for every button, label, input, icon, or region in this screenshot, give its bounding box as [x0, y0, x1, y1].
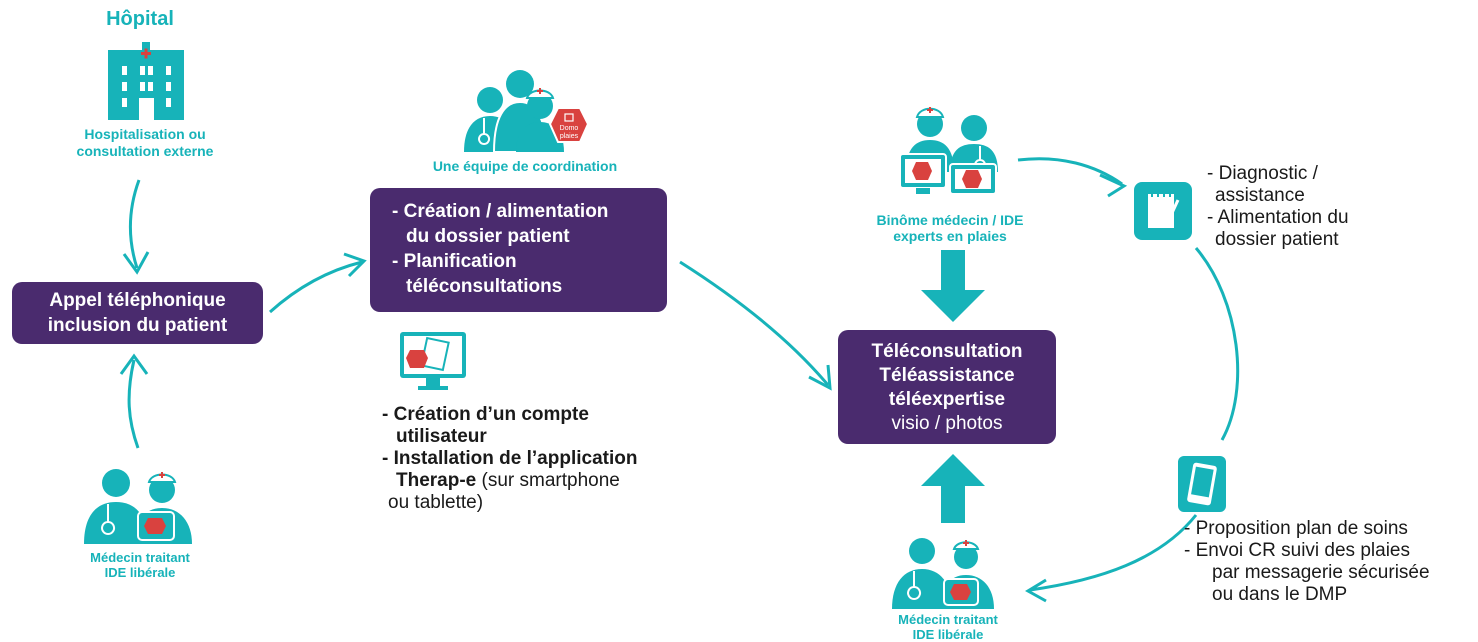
hospital-icon [108, 42, 184, 120]
creation-box-line2: du dossier patient [406, 226, 570, 247]
coordination-caption: Une équipe de coordination [432, 158, 618, 174]
hospital-caption: Hospitalisation ou consultation externe [60, 126, 230, 160]
hospital-caption-line2: consultation externe [76, 143, 214, 159]
diagnostic-line3: - Alimentation du [1207, 207, 1349, 228]
binome-caption: Binôme médecin / IDE experts en plaies [850, 212, 1050, 244]
creation-box: - Création / alimentation du dossier pat… [370, 188, 667, 312]
proposition-list: - Proposition plan de soins - Envoi CR s… [1184, 518, 1474, 606]
monitor-notepad-icon [400, 332, 466, 390]
creation-box-line4: téléconsultations [406, 276, 563, 297]
account-item2-app-name: Therap-e [396, 470, 477, 491]
smartphone-icon [1178, 456, 1226, 512]
arrow-diagnostic-to-phone [1194, 247, 1240, 441]
arrow-medecin-to-appel [127, 359, 140, 449]
arrow-phone-to-medecin [1029, 514, 1198, 592]
binome-experts-icon [899, 107, 998, 195]
appel-box-line1: Appel téléphonique [49, 290, 226, 311]
doctor-nurse-icon-left [84, 469, 192, 544]
diagnostic-line2: assistance [1215, 185, 1305, 206]
proposition-line2: - Envoi CR suivi des plaies [1184, 540, 1410, 561]
medecin-bottom-line2: IDE libérale [912, 627, 984, 642]
account-item2-rest: (sur smartphone [476, 470, 620, 491]
account-item1-line2: utilisateur [396, 426, 487, 447]
medecin-bottom-caption: Médecin traitant IDE libérale [868, 612, 1028, 642]
medecin-left-caption: Médecin traitant IDE libérale [60, 550, 220, 580]
medecin-left-line2: IDE libérale [104, 565, 176, 580]
teleconsultation-box: Téléconsultation Téléassistance téléexpe… [838, 330, 1056, 444]
doctor-nurse-icon-bottom [892, 538, 994, 609]
arrow-binome-to-tele [921, 250, 985, 322]
binome-line2: experts en plaies [893, 228, 1007, 244]
proposition-line4: ou dans le DMP [1212, 584, 1348, 605]
tele-box-line4: visio / photos [891, 413, 1003, 434]
arrow-binome-to-diagnostic [1017, 157, 1123, 186]
hospital-caption-line1: Hospitalisation ou [84, 126, 206, 142]
diagnostic-line1: - Diagnostic / [1207, 163, 1318, 184]
arrow-bottom-to-tele [921, 454, 985, 523]
binome-line1: Binôme médecin / IDE [876, 212, 1024, 228]
tele-box-line2: Téléassistance [879, 365, 1015, 386]
hospital-title: Hôpital [106, 8, 174, 30]
medecin-left-line1: Médecin traitant [90, 550, 190, 565]
creation-box-line1: - Création / alimentation [392, 201, 609, 222]
arrow-hospital-to-appel [129, 179, 141, 269]
coordination-team-icon: Domo plaies [464, 70, 590, 153]
arrow-appel-to-creation [268, 260, 363, 314]
creation-box-line3: - Planification [392, 251, 517, 272]
diagnostic-line4: dossier patient [1215, 229, 1339, 250]
account-list: - Création d’un compte utilisateur - Ins… [382, 404, 702, 514]
coordination-badge-line1: Domo [560, 125, 579, 132]
account-item2-line1: - Installation de l’application [382, 448, 638, 469]
diagnostic-list: - Diagnostic / assistance - Alimentation… [1207, 163, 1407, 251]
account-item2-line3: ou tablette) [388, 492, 484, 513]
proposition-line1: - Proposition plan de soins [1184, 518, 1408, 539]
coordination-badge-line2: plaies [560, 133, 579, 140]
proposition-line3: par messagerie sécurisée [1212, 562, 1430, 583]
arrow-creation-to-tele [679, 260, 830, 386]
medecin-bottom-line1: Médecin traitant [898, 612, 998, 627]
tele-box-line1: Téléconsultation [871, 341, 1023, 362]
tele-box-line3: téléexpertise [888, 389, 1006, 410]
account-item1-line1: - Création d’un compte [382, 404, 589, 425]
appel-box: Appel téléphonique inclusion du patient [12, 282, 263, 344]
notepad-icon [1134, 182, 1192, 240]
appel-box-line2: inclusion du patient [47, 315, 228, 336]
